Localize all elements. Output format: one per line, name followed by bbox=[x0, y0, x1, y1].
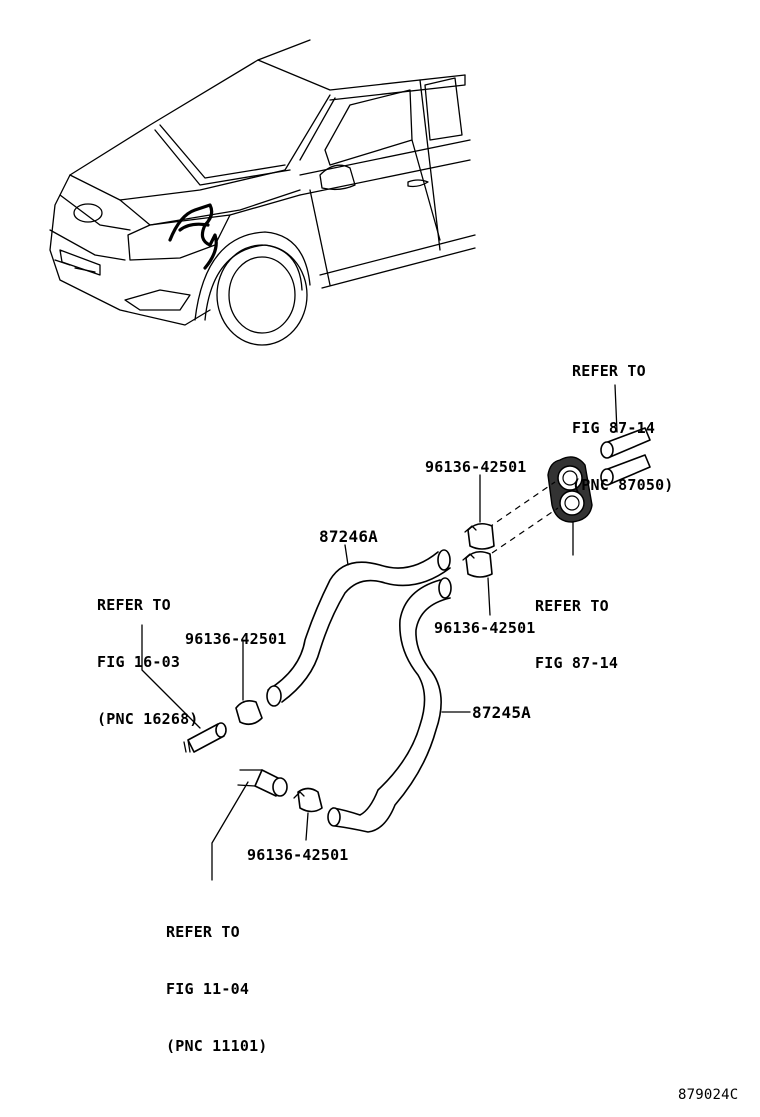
engine-pipe-11101 bbox=[211, 769, 323, 881]
grommet bbox=[487, 456, 593, 556]
part-number-87246a: 87246A bbox=[319, 527, 378, 546]
pnc-line: (PNC 11101) bbox=[166, 1037, 268, 1055]
refer-line: REFER TO bbox=[97, 596, 171, 614]
refer-label-11101: REFER TO FIG 11-04 (PNC 11101) bbox=[166, 885, 268, 1094]
clamps-upper bbox=[462, 474, 495, 616]
part-number-87245a: 87245A bbox=[472, 703, 531, 722]
refer-line: REFER TO bbox=[572, 362, 646, 380]
hose-87246a bbox=[266, 544, 451, 707]
heater-pipes-upper-right bbox=[600, 384, 651, 486]
fig-line: FIG 87-14 bbox=[572, 419, 656, 437]
part-number-clamp-left: 96136-42501 bbox=[185, 630, 287, 648]
refer-label-87050: REFER TO FIG 87-14 (PNC 87050) bbox=[572, 324, 674, 533]
part-number-clamp-top: 96136-42501 bbox=[425, 458, 527, 476]
refer-line: REFER TO bbox=[166, 923, 240, 941]
hose-87245a bbox=[327, 577, 471, 833]
car-illustration bbox=[49, 39, 476, 346]
refer-line: REFER TO bbox=[535, 597, 609, 615]
refer-label-16268: REFER TO FIG 16-03 (PNC 16268) bbox=[97, 558, 199, 767]
pnc-line: (PNC 16268) bbox=[97, 710, 199, 728]
fig-line: FIG 11-04 bbox=[166, 980, 250, 998]
refer-label-87-14: REFER TO FIG 87-14 bbox=[535, 559, 618, 711]
fig-line: FIG 87-14 bbox=[535, 654, 619, 672]
fig-line: FIG 16-03 bbox=[97, 653, 181, 671]
pnc-line: (PNC 87050) bbox=[572, 476, 674, 494]
engine-pipe-16268 bbox=[141, 624, 263, 753]
part-number-clamp-right: 96136-42501 bbox=[434, 619, 536, 637]
figure-id: 879024C bbox=[678, 1087, 739, 1103]
part-number-clamp-bottom: 96136-42501 bbox=[247, 846, 349, 864]
